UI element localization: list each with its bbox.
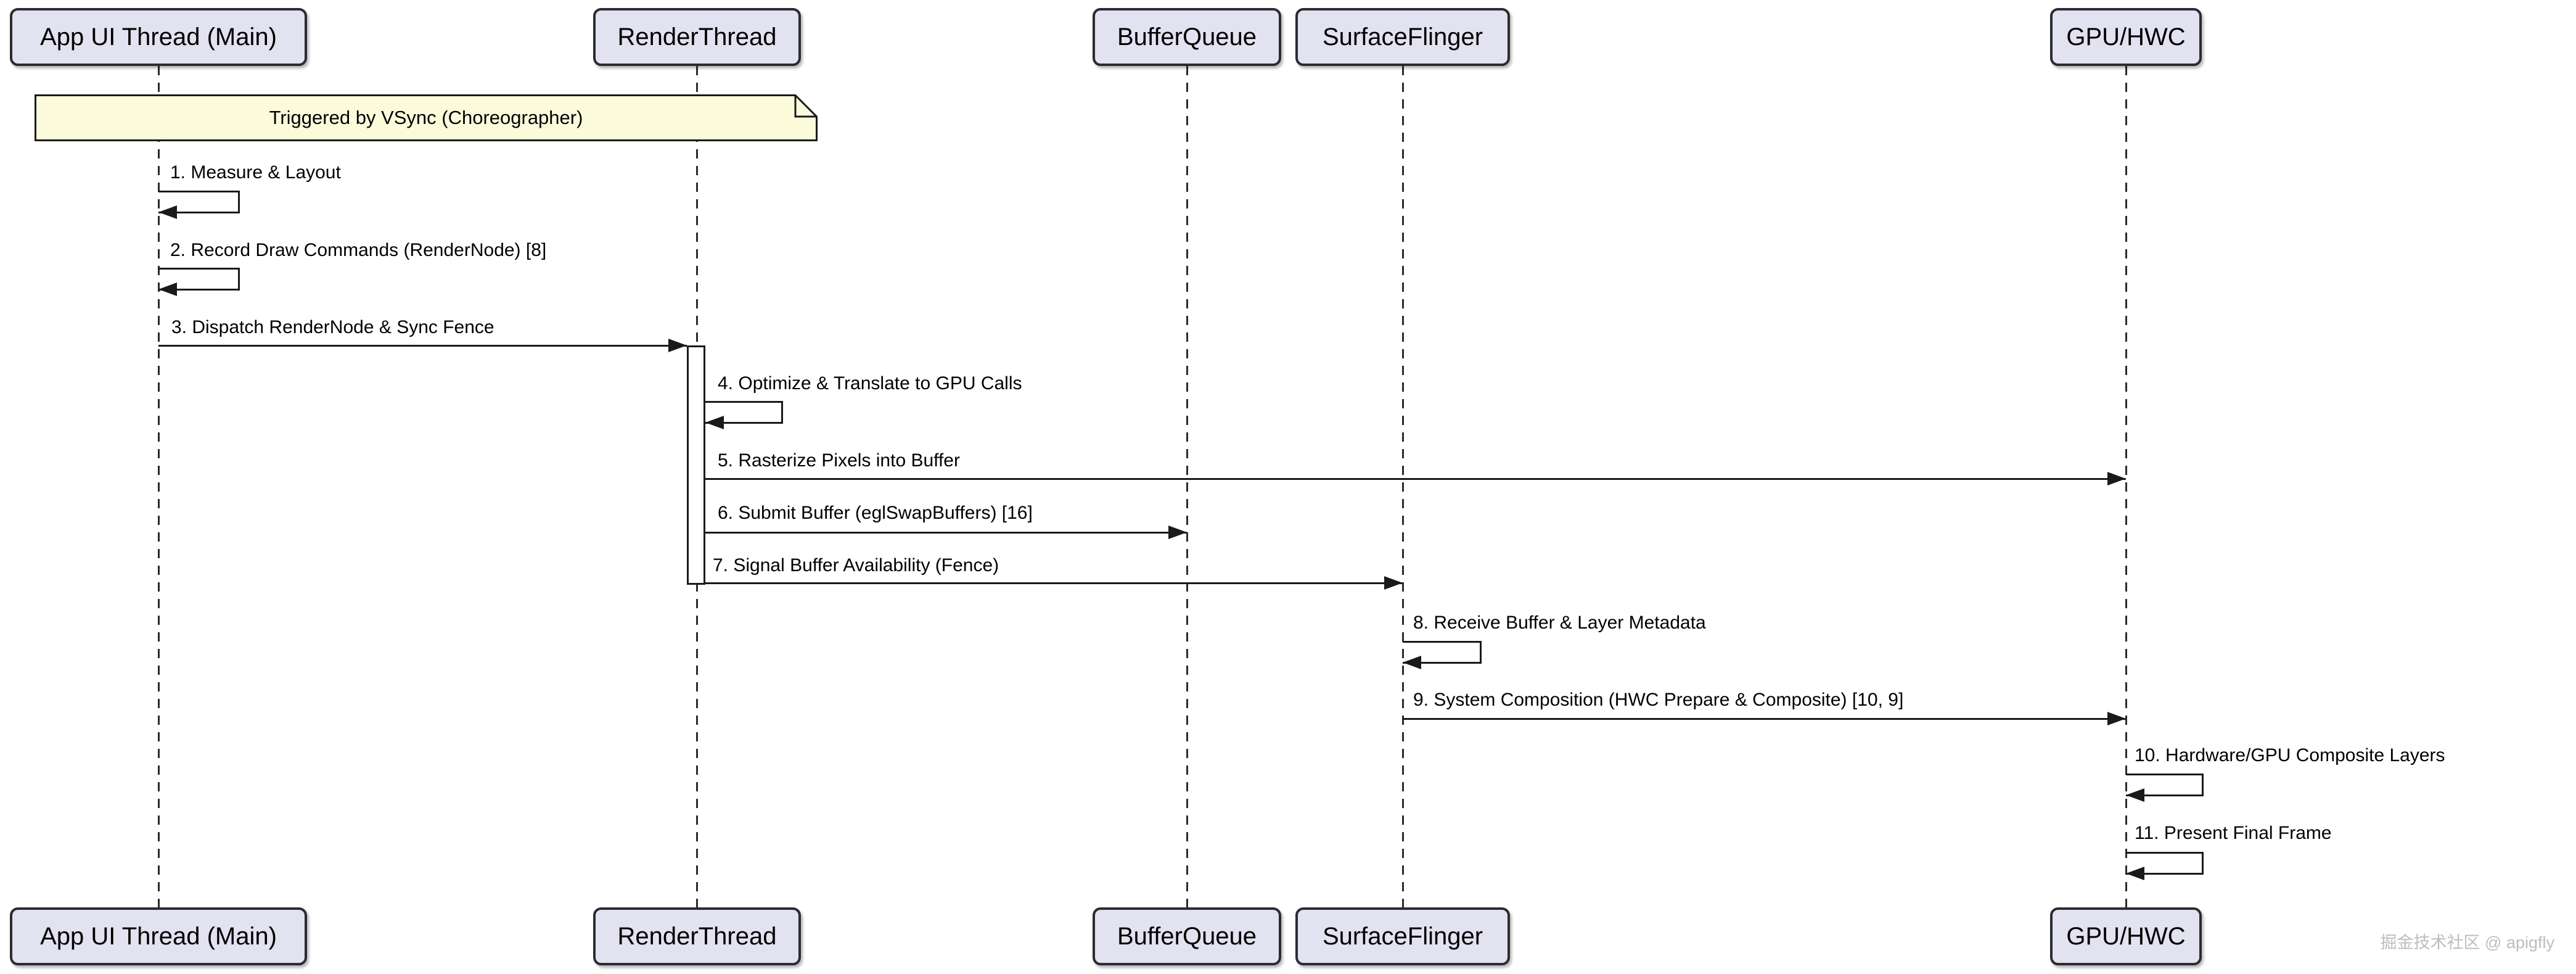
message-7-label: 7. Signal Buffer Availability (Fence) — [713, 555, 999, 576]
watermark: 掘金技术社区 @ apigfly — [2380, 933, 2554, 952]
participant-top-bufferqueue: BufferQueue — [1093, 8, 1281, 66]
message-1-arrowhead — [158, 205, 177, 219]
message-8-label: 8. Receive Buffer & Layer Metadata — [1413, 613, 1706, 633]
participant-label: GPU/HWC — [2066, 23, 2186, 51]
participant-label: RenderThread — [617, 922, 777, 950]
message-5-line — [705, 478, 2126, 480]
message-9-arrowhead — [2107, 712, 2126, 725]
message-9-line — [1403, 718, 2126, 720]
participant-label: BufferQueue — [1117, 23, 1257, 51]
message-2-arrowhead — [158, 283, 177, 296]
message-2-self-loop — [158, 268, 240, 291]
lifeline-gpu-hwc — [2125, 66, 2127, 907]
lifeline-bufferqueue — [1186, 66, 1188, 907]
participant-bottom-app-ui-thread: App UI Thread (Main) — [10, 907, 307, 965]
message-3-line — [158, 345, 687, 347]
participant-bottom-surfaceflinger: SurfaceFlinger — [1295, 907, 1510, 965]
participant-bottom-bufferqueue: BufferQueue — [1093, 907, 1281, 965]
participant-label: BufferQueue — [1117, 922, 1257, 950]
message-7-arrowhead — [1384, 576, 1403, 590]
participant-top-gpu-hwc: GPU/HWC — [2050, 8, 2202, 66]
note-shape — [35, 94, 818, 141]
message-10-label: 10. Hardware/GPU Composite Layers — [2135, 745, 2445, 766]
lifeline-surfaceflinger — [1402, 66, 1404, 907]
participant-label: RenderThread — [617, 23, 777, 51]
message-11-label: 11. Present Final Frame — [2135, 823, 2332, 843]
message-6-label: 6. Submit Buffer (eglSwapBuffers) [16] — [718, 503, 1033, 523]
message-4-arrowhead — [705, 416, 724, 429]
message-4-label: 4. Optimize & Translate to GPU Calls — [718, 373, 1022, 394]
participant-bottom-gpu-hwc: GPU/HWC — [2050, 907, 2202, 965]
note-text: Triggered by VSync (Choreographer) — [269, 107, 583, 128]
lifeline-app-ui-thread — [158, 66, 160, 907]
message-3-label: 3. Dispatch RenderNode & Sync Fence — [171, 317, 494, 337]
message-5-arrowhead — [2107, 472, 2126, 485]
message-11-arrowhead — [2126, 867, 2144, 880]
message-6-arrowhead — [1168, 526, 1187, 539]
participant-top-renderthread: RenderThread — [593, 8, 801, 66]
message-8-self-loop — [1403, 641, 1482, 664]
participant-label: SurfaceFlinger — [1322, 23, 1483, 51]
message-7-line — [705, 582, 1403, 584]
participant-label: GPU/HWC — [2066, 922, 2186, 950]
message-1-self-loop — [158, 191, 240, 213]
participant-label: App UI Thread (Main) — [40, 23, 277, 51]
note-vsync-trigger: Triggered by VSync (Choreographer) — [35, 94, 818, 141]
activation-bar-renderthread — [687, 345, 705, 585]
participant-label: SurfaceFlinger — [1322, 922, 1483, 950]
message-9-label: 9. System Composition (HWC Prepare & Com… — [1413, 690, 1904, 710]
message-8-arrowhead — [1403, 656, 1421, 669]
message-10-arrowhead — [2126, 788, 2144, 802]
message-3-arrowhead — [668, 339, 687, 352]
participant-top-surfaceflinger: SurfaceFlinger — [1295, 8, 1510, 66]
message-6-line — [705, 532, 1187, 534]
participant-label: App UI Thread (Main) — [40, 922, 277, 950]
message-10-self-loop — [2126, 774, 2204, 796]
message-2-label: 2. Record Draw Commands (RenderNode) [8] — [170, 240, 547, 260]
participant-top-app-ui-thread: App UI Thread (Main) — [10, 8, 307, 66]
message-4-self-loop — [705, 401, 783, 424]
message-5-label: 5. Rasterize Pixels into Buffer — [718, 450, 960, 471]
participant-bottom-renderthread: RenderThread — [593, 907, 801, 965]
message-11-self-loop — [2126, 852, 2204, 875]
message-1-label: 1. Measure & Layout — [170, 162, 341, 183]
